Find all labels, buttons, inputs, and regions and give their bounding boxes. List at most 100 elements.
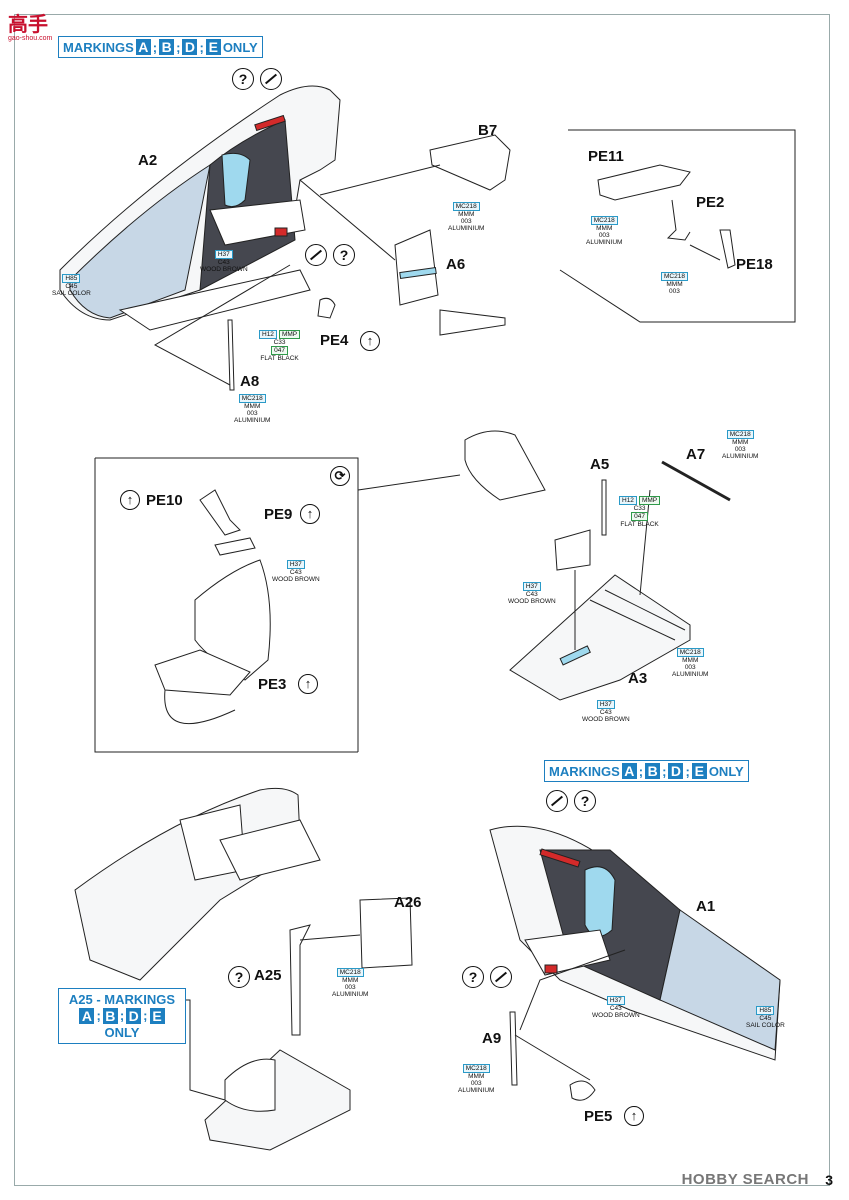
part-label-a25: A25 <box>254 967 282 984</box>
part-label-a9: A9 <box>482 1030 502 1047</box>
leader-a9 <box>514 949 626 1081</box>
fuselage-a2-red-detail <box>254 114 286 132</box>
part-pe10-shape <box>199 489 241 536</box>
fuselage-a1-red-block <box>544 964 558 974</box>
footer-brand: HOBBY SEARCH <box>681 1171 809 1188</box>
fuselage-a1-red-detail <box>539 848 581 868</box>
fuselage-a1-blue-detail <box>584 866 616 937</box>
leader-pe2 <box>689 244 721 261</box>
part-label-pe5: PE5 <box>584 1108 613 1125</box>
part-a3-blue-detail <box>559 645 591 666</box>
part-pe2-shape <box>666 199 691 241</box>
part-a26-shape <box>359 897 413 969</box>
up-arrow-icon: ↑ <box>624 1106 644 1126</box>
cut-icon <box>490 966 512 988</box>
leader-a7 <box>639 489 651 596</box>
part-pe18-shape <box>719 229 736 269</box>
part-pe5-shape <box>569 1080 596 1101</box>
up-arrow-icon: ↑ <box>360 331 380 351</box>
leader-a8 <box>153 264 291 386</box>
part-seat-top-shape <box>464 430 546 501</box>
part-a6-shape <box>394 229 439 306</box>
up-arrow-icon: ↑ <box>298 674 318 694</box>
assembly-seat <box>224 1058 276 1112</box>
cut-icon <box>260 68 282 90</box>
part-a5-stick <box>601 479 607 536</box>
fuselage-a2-red-block <box>274 227 288 237</box>
part-pe11-shape <box>597 164 691 201</box>
leader-b7 <box>319 164 441 196</box>
part-label-a26: A26 <box>394 894 422 911</box>
part-a8-shape <box>227 319 235 391</box>
part-a6-blue-detail <box>399 266 437 280</box>
part-label-a2: A2 <box>138 152 158 169</box>
leader-a26 <box>299 934 361 941</box>
fuselage-a1-floor <box>524 929 611 976</box>
assembly-fuselage-outline <box>74 787 301 981</box>
part-label-pe4: PE4 <box>320 332 349 349</box>
fuselage-a2-wing-root <box>118 269 311 331</box>
up-arrow-icon: ↑ <box>300 504 320 524</box>
part-a9-shape <box>509 1011 518 1086</box>
part-label-b7: B7 <box>478 122 498 139</box>
pe-detail-box <box>559 129 796 323</box>
page-number: 3 <box>825 1172 833 1188</box>
part-label-pe2: PE2 <box>696 194 725 211</box>
seat-detail-box <box>94 457 461 753</box>
part-label-pe9: PE9 <box>264 506 293 523</box>
part-label-pe18: PE18 <box>736 256 773 273</box>
leader-a6 <box>299 179 396 261</box>
markings-mid: MARKINGS A; B; D; E ONLY <box>544 760 749 782</box>
part-a25-shape <box>289 924 311 1036</box>
part-seat-box <box>154 649 251 696</box>
question-icon: ? <box>228 966 250 988</box>
part-label-pe10: PE10 <box>146 492 183 509</box>
page-frame <box>14 14 830 1186</box>
part-label-pe11: PE11 <box>588 148 624 165</box>
part-a7-shape <box>661 460 731 502</box>
question-icon: ? <box>333 244 355 266</box>
part-label-a6: A6 <box>446 256 466 273</box>
leader-seat-arc <box>164 689 236 725</box>
up-arrow-icon: ↑ <box>120 490 140 510</box>
markings-bottom: A25 - MARKINGS A; B; D; E ONLY <box>58 988 186 1044</box>
part-label-a3: A3 <box>628 670 648 687</box>
question-icon: ? <box>574 790 596 812</box>
part-pe4-shape <box>317 297 336 319</box>
part-a3-floor <box>509 574 691 701</box>
assembly-seat-box <box>219 819 321 881</box>
cut-icon <box>305 244 327 266</box>
question-icon: ? <box>232 68 254 90</box>
part-label-a5: A5 <box>590 456 610 473</box>
markings-top: MARKINGS A; B; D; E ONLY <box>58 36 263 58</box>
question-icon: ? <box>462 966 484 988</box>
part-pe9-shape <box>214 537 256 556</box>
part-a6-bracket <box>439 309 506 336</box>
part-label-a7: A7 <box>686 446 706 463</box>
assembly-floor <box>204 1049 351 1151</box>
part-label-pe3: PE3 <box>258 676 287 693</box>
part-a3-ribs <box>589 589 686 641</box>
fuselage-a1-sail-panel <box>659 909 781 1051</box>
fuselage-a2-sail-panel <box>69 163 211 319</box>
part-label-a8: A8 <box>240 373 260 390</box>
part-a5-box <box>554 529 591 571</box>
